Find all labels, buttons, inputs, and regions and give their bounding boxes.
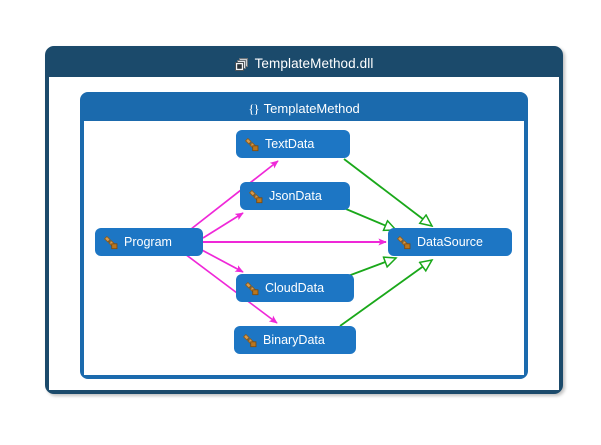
namespace-braces-icon: {} [248,100,260,116]
class-node-datasource[interactable]: DataSource [388,228,512,256]
namespace-title: TemplateMethod [263,101,360,116]
class-node-jsondata[interactable]: JsonData [240,182,350,210]
class-node-clouddata[interactable]: CloudData [236,274,354,302]
class-node-label: DataSource [417,234,484,249]
class-icon [242,333,257,347]
class-node-textdata[interactable]: TextData [236,130,350,158]
class-icon [244,281,259,295]
class-icon [103,235,118,249]
assembly-container-templatemethod-dll[interactable]: TemplateMethod.dll {} TemplateMethod [45,46,563,394]
class-node-label: CloudData [265,280,325,295]
assembly-title: TemplateMethod.dll [254,56,374,71]
class-node-label: TextData [265,136,315,151]
capture-artifact [255,413,475,427]
class-node-label: JsonData [269,188,322,203]
class-node-program[interactable]: Program [95,228,203,256]
class-icon [248,189,263,203]
class-node-binarydata[interactable]: BinaryData [234,326,356,354]
class-node-label: BinaryData [263,332,325,347]
namespace-header[interactable]: {} TemplateMethod [84,96,524,121]
class-icon [396,235,411,249]
class-icon [244,137,259,151]
assembly-stacked-squares-icon [234,57,249,71]
class-node-label: Program [124,234,172,249]
assembly-header[interactable]: TemplateMethod.dll [49,50,559,77]
